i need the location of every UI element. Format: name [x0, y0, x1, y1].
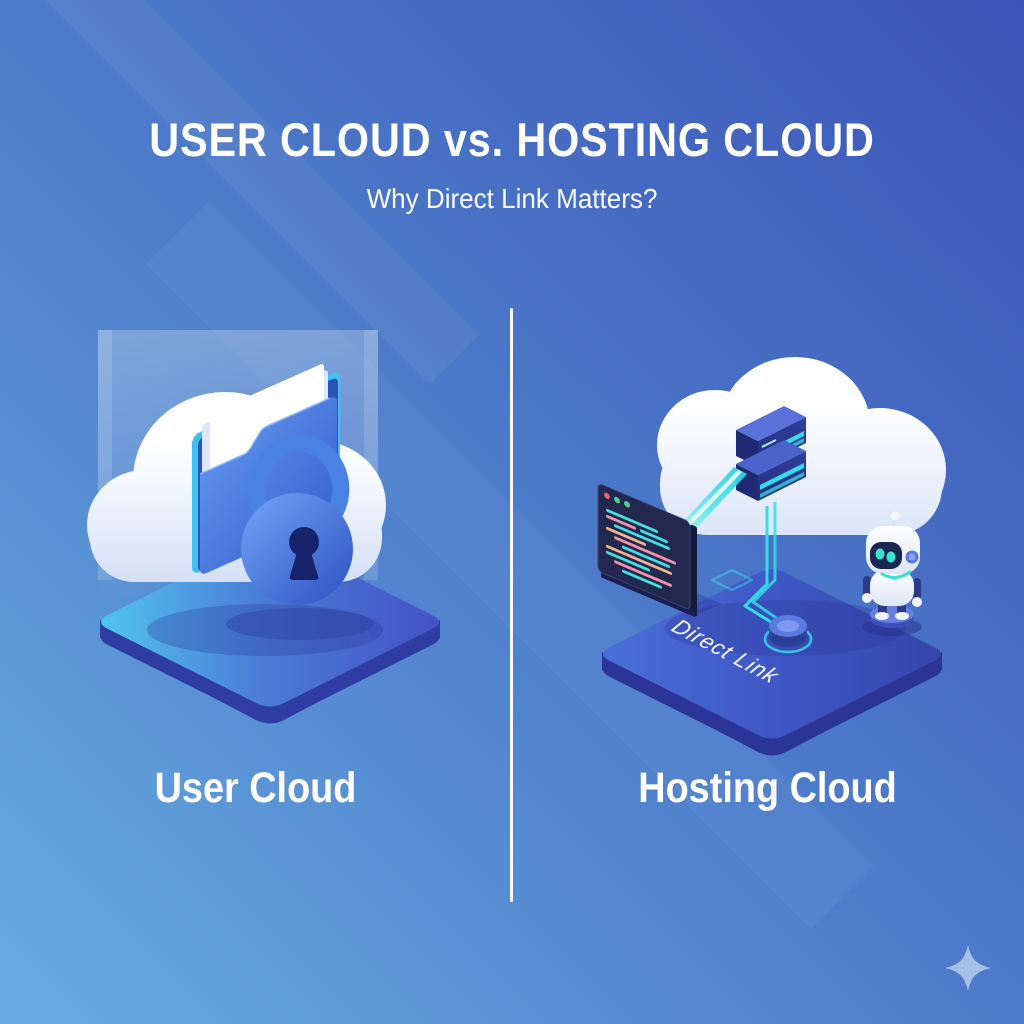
circuit-trace: [711, 569, 753, 591]
port-icon: [763, 615, 813, 654]
padlock-icon: [226, 434, 374, 640]
hosting-cloud-illustration: Direct Link: [597, 357, 946, 756]
code-window-icon: [597, 484, 697, 618]
user-cloud-illustration: [87, 330, 440, 724]
right-panel-label: Hosting Cloud: [638, 764, 897, 812]
code-lines: [606, 508, 676, 589]
sparkle-icon: [945, 945, 991, 991]
robot-icon: [862, 511, 922, 636]
left-panel-label: User Cloud: [154, 764, 357, 812]
page-title: USER CLOUD vs. HOSTING CLOUD: [149, 113, 875, 166]
cable-icon: [743, 502, 789, 632]
header: USER CLOUD vs. HOSTING CLOUD Why Direct …: [0, 112, 1024, 215]
server-icon: [736, 406, 806, 501]
page-subtitle: Why Direct Link Matters?: [366, 183, 658, 214]
divider-line: [510, 308, 513, 902]
beam-icon: [678, 467, 747, 534]
